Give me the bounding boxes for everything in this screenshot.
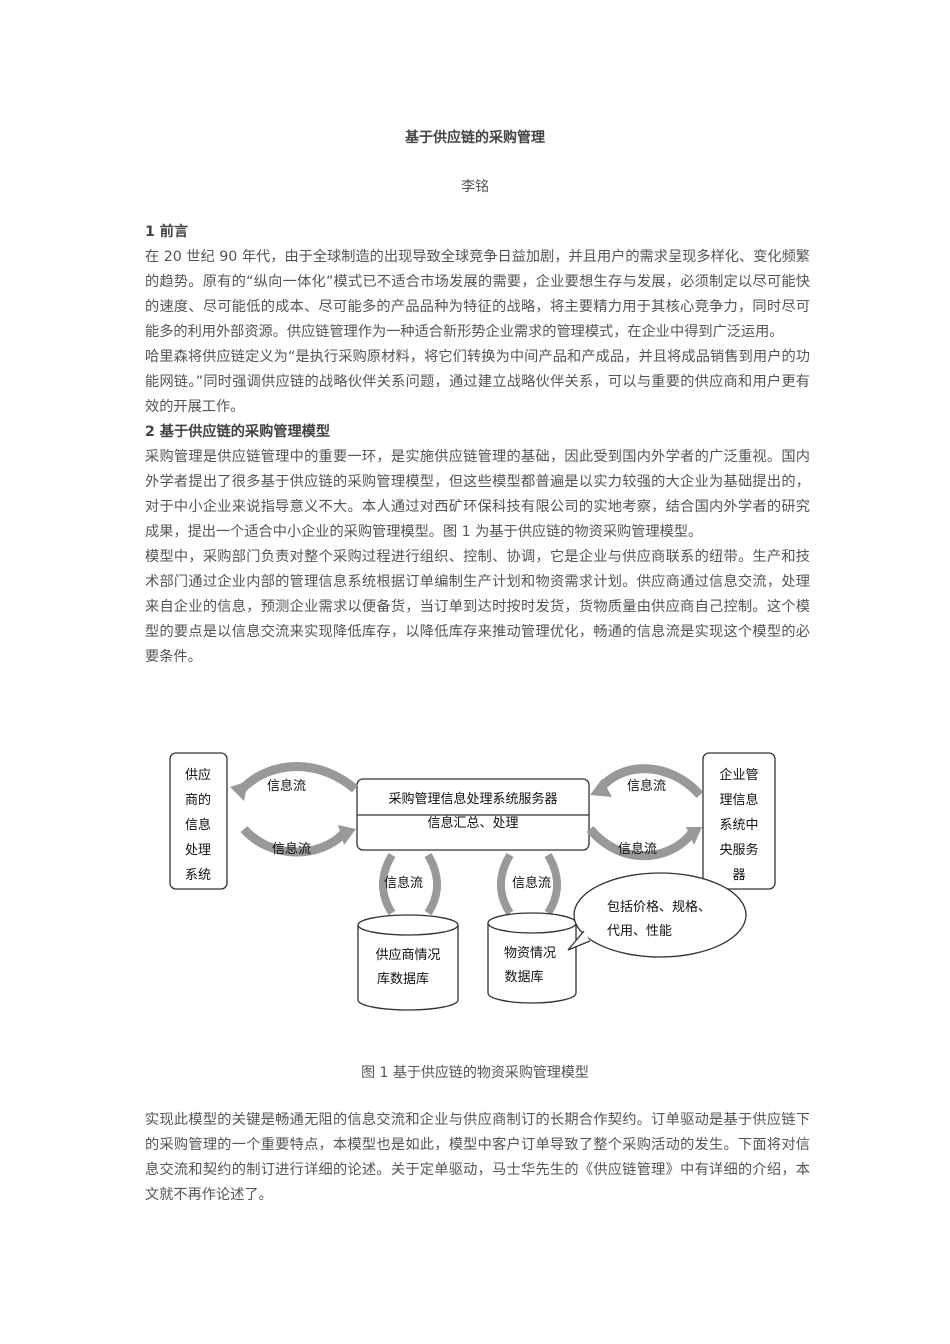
flow-label: 信息流 [627,778,666,794]
paragraph: 实现此模型的关键是畅通无阻的信息交流和企业与供应商制订的长期合作契约。订单驱动是… [145,1112,810,1203]
enterprise-box-line: 系统中 [719,818,758,833]
enterprise-box-line: 器 [732,868,745,883]
paragraph: 在 20 世纪 90 年代，由于全球制造的出现导致全球竞争日益加剧，并且用户的需… [145,249,810,340]
flow-label: 信息流 [272,841,311,857]
supplier-box-line: 系统 [185,868,211,883]
curved-arrow-icon [497,852,514,916]
server-subtitle: 信息汇总、处理 [427,815,518,831]
callout-bubble [573,872,747,958]
enterprise-server-box [702,752,776,890]
flow-label: 信息流 [267,778,306,794]
flow-label: 信息流 [512,875,551,891]
db-supplier-line: 供应商情况 [375,947,440,963]
document-author: 李铭 [461,179,489,195]
flow-label: 信息流 [384,875,423,891]
section-heading: 2 基于供应链的采购管理模型 [145,424,331,440]
curved-arrow-icon [240,825,348,857]
supplier-box-line: 信息 [185,817,211,833]
supplier-box-line: 供应 [185,767,211,783]
procurement-model-diagram: 供应 商的 信息 处理 系统 企业管 理信息 系统中 央服务 器 采购管理信息处… [169,752,776,1011]
server-title: 采购管理信息处理系统服务器 [388,791,557,807]
db-supplier-line: 库数据库 [377,971,429,987]
curved-arrow-icon [424,852,441,916]
enterprise-box-line: 企业管 [719,767,758,783]
curved-arrow-icon [238,762,358,793]
supplier-box-line: 商的 [185,792,211,808]
section-heading: 1 前言 [145,224,189,240]
arrow-head-icon [230,781,248,801]
db-material-line: 物资情况 [504,946,556,961]
flow-label: 信息流 [618,841,657,857]
document-body: 1 前言 在 20 世纪 90 年代，由于全球制造的出现导致全球竞争日益加剧，并… [145,220,810,670]
supplier-database-top [357,914,459,936]
figure-caption: 图 1 基于供应链的物资采购管理模型 [361,1065,589,1081]
paragraph: 模型中，采购部门负责对整个采购过程进行组织、控制、协调，它是企业与供应商联系的纽… [145,549,810,665]
curved-arrow-icon [586,825,696,861]
paragraph: 采购管理是供应链管理中的重要一环，是实施供应链管理的基础，因此受到国内外学者的广… [145,449,810,540]
material-database-cylinder [487,923,577,1004]
db-material-line: 数据库 [504,969,543,985]
material-database-top [487,912,577,934]
supplier-database-cylinder [357,925,459,1011]
arrow-head-icon [686,827,702,845]
curved-arrow-icon [544,852,561,916]
supplier-box-line: 处理 [185,843,211,858]
enterprise-box-line: 理信息 [719,792,758,808]
supplier-system-box [169,752,228,890]
enterprise-box-line: 央服务 [719,842,758,858]
curved-arrow-icon [596,764,704,799]
arrow-head-icon [590,779,612,797]
document-title: 基于供应链的采购管理 [405,130,545,146]
document-body-continued: 实现此模型的关键是畅通无阻的信息交流和企业与供应商制订的长期合作契约。订单驱动是… [145,1108,810,1208]
paragraph: 哈里森将供应链定义为“是执行采购原材料，将它们转换为中间产品和产成品，并且将成品… [145,349,810,415]
callout-pointer [567,930,591,951]
arrow-head-icon [338,825,356,845]
callout-line: 代用、性能 [607,924,672,939]
curved-arrow-icon [379,852,396,916]
callout-line: 包括价格、规格、 [607,899,711,915]
